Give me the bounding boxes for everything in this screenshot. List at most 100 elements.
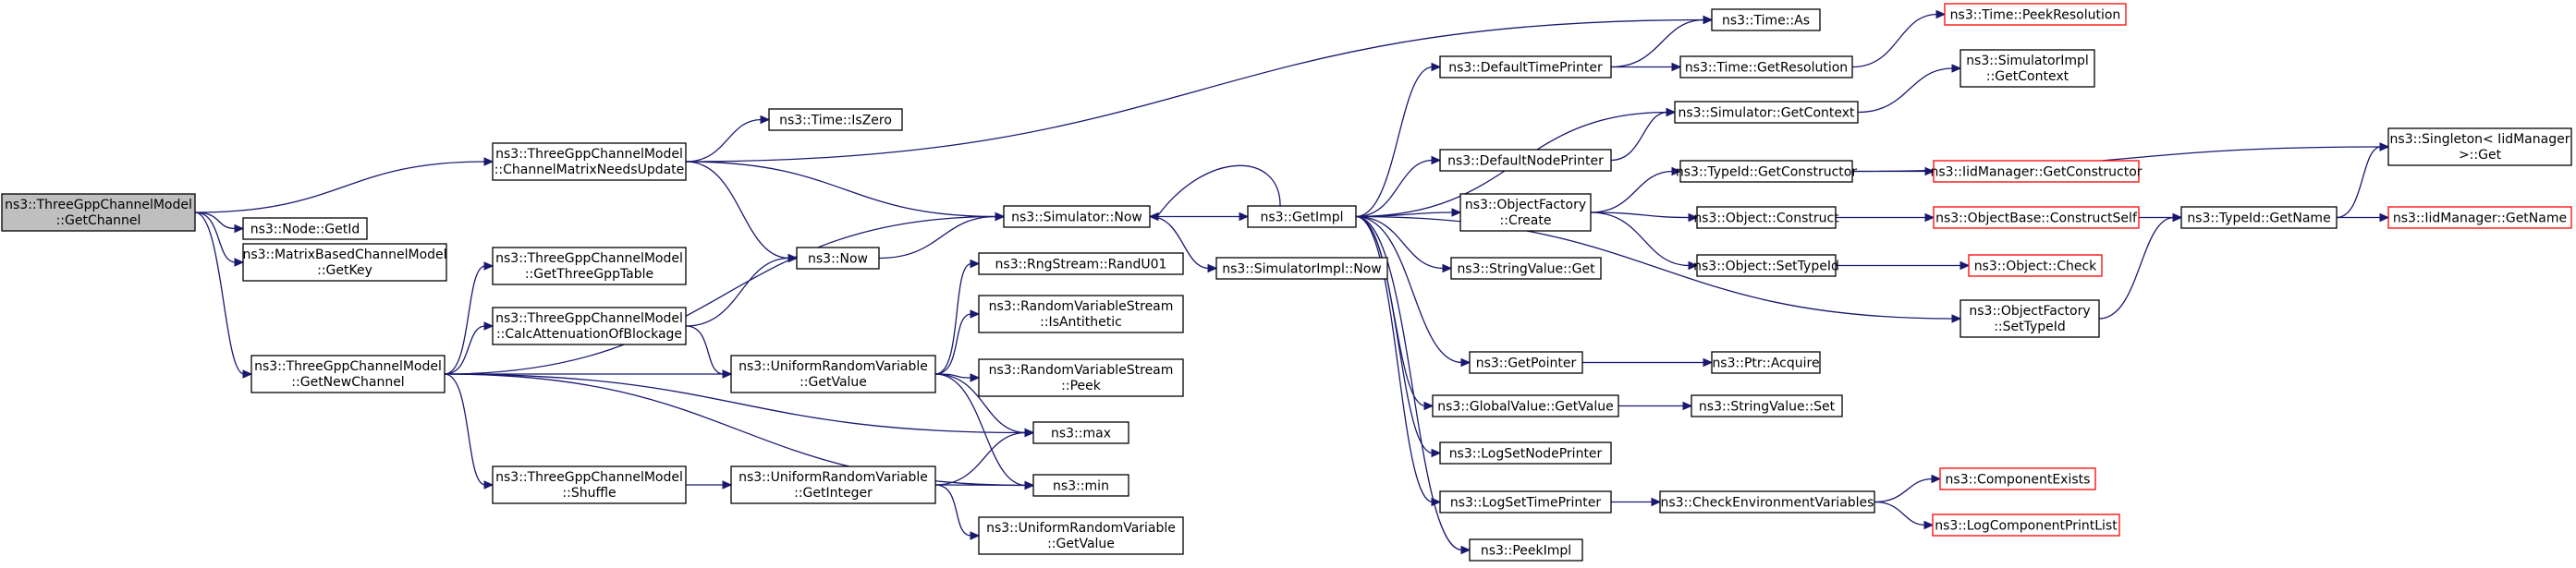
node-root[interactable]: ns3::ThreeGppChannelModel::GetChannel xyxy=(1,193,196,232)
node-compexists[interactable]: ns3::ComponentExists xyxy=(1939,467,2096,490)
node-peek[interactable]: ns3::RandomVariableStream::Peek xyxy=(978,358,1184,397)
edge-root-getkey xyxy=(194,211,237,263)
node-box xyxy=(730,465,936,504)
arrowhead xyxy=(1703,15,1714,25)
node-getimpl[interactable]: ns3::GetImpl xyxy=(1247,205,1357,228)
node-getpointer[interactable]: ns3::GetPointer xyxy=(1469,351,1583,374)
node-box xyxy=(730,355,936,393)
node-box xyxy=(2180,206,2338,229)
node-label: ::SetTypeId xyxy=(1994,320,2066,334)
arrowhead xyxy=(760,115,771,125)
node-iidgetname[interactable]: ns3::IidManager::GetName xyxy=(2387,206,2572,229)
node-getthree[interactable]: ns3::ThreeGppChannelModel::GetThreeGppTa… xyxy=(492,247,687,285)
node-box xyxy=(1450,257,1602,280)
node-objfcreate[interactable]: ns3::ObjectFactory::Create xyxy=(1459,193,1592,232)
edge-deftimepr-timeas xyxy=(1610,18,1705,68)
node-timeas[interactable]: ns3::Time::As xyxy=(1711,8,1821,31)
node-singleton[interactable]: ns3::Singleton< IidManager >::Get xyxy=(2387,127,2572,166)
arrowhead xyxy=(1148,211,1159,222)
node-box xyxy=(1459,193,1592,232)
node-cmnu[interactable]: ns3::ThreeGppChannelModel::ChannelMatrix… xyxy=(492,142,687,181)
arrowhead xyxy=(1951,314,1962,323)
node-max[interactable]: ns3::max xyxy=(1032,421,1129,444)
node-shuffle[interactable]: ns3::ThreeGppChannelModel::Shuffle xyxy=(492,465,687,504)
edge-calcatt-urvgetval xyxy=(685,325,725,375)
nodes-layer: ns3::ThreeGppChannelModel::GetChannelns3… xyxy=(1,3,2572,562)
edge-urvgetval-isanti xyxy=(934,313,972,375)
node-urvgetint[interactable]: ns3::UniformRandomVariable::GetInteger xyxy=(730,465,936,504)
node-box xyxy=(1215,257,1388,280)
node-simgetctx[interactable]: ns3::Simulator::GetContext xyxy=(1674,101,1859,124)
node-label: ns3::max xyxy=(1051,427,1111,441)
edge-objfcreate-objsettid xyxy=(1590,211,1691,267)
node-label: ns3::TypeId::GetConstructor xyxy=(1676,165,1857,180)
edge-getimpl-logsettime xyxy=(1355,215,1434,503)
node-label: ns3::Object::SetTypeId xyxy=(1693,260,1839,274)
arrowhead xyxy=(483,480,494,489)
node-checkenv[interactable]: ns3::CheckEnvironmentVariables xyxy=(1659,490,1875,514)
node-globalget[interactable]: ns3::GlobalValue::GetValue xyxy=(1432,394,1619,417)
node-box xyxy=(2387,206,2572,229)
node-isanti[interactable]: ns3::RandomVariableStream::IsAntithetic xyxy=(978,295,1184,333)
node-label: ns3::MatrixBasedChannelModel xyxy=(242,248,446,262)
node-label: ns3::ThreeGppChannelModel xyxy=(5,198,192,212)
arrowhead xyxy=(787,253,799,263)
node-simnow[interactable]: ns3::Simulator::Now xyxy=(1003,205,1151,228)
node-label: ns3::Singleton< IidManager xyxy=(2390,132,2570,147)
node-getres[interactable]: ns3::Time::GetResolution xyxy=(1679,55,1853,79)
node-calcatt[interactable]: ns3::ThreeGppChannelModel::CalcAttenuati… xyxy=(492,307,687,345)
node-label: ns3::Object::Construct xyxy=(1693,211,1839,226)
node-box xyxy=(1003,205,1151,228)
node-logcomppl[interactable]: ns3::LogComponentPrintList xyxy=(1932,514,2120,537)
node-box xyxy=(978,516,1184,555)
node-box xyxy=(492,307,687,345)
arrowhead xyxy=(234,224,245,234)
node-urvgetval[interactable]: ns3::UniformRandomVariable::GetValue xyxy=(730,355,936,393)
edge-cmnu-timeas xyxy=(685,18,1705,163)
edge-checkenv-logcomppl xyxy=(1874,501,1926,526)
arrowhead xyxy=(2379,212,2390,223)
node-getid[interactable]: ns3::Node::GetId xyxy=(242,217,368,240)
node-deftimepr[interactable]: ns3::DefaultTimePrinter xyxy=(1439,55,1612,79)
node-objbasecs[interactable]: ns3::ObjectBase::ConstructSelf xyxy=(1933,206,2140,229)
node-box xyxy=(1944,3,2127,26)
node-label: ::Peek xyxy=(1061,379,1102,393)
node-peekimpl[interactable]: ns3::PeekImpl xyxy=(1469,538,1583,562)
node-box xyxy=(1247,205,1357,228)
node-getkey[interactable]: ns3::MatrixBasedChannelModel::GetKey xyxy=(242,243,447,282)
node-strvalset[interactable]: ns3::StringValue::Set xyxy=(1691,394,1843,417)
node-tidgetname[interactable]: ns3::TypeId::GetName xyxy=(2180,206,2338,229)
node-label: ns3::DefaultNodePrinter xyxy=(1447,154,1604,169)
edge-urvgetint-max xyxy=(934,431,1027,486)
arrowhead xyxy=(1460,545,1471,555)
node-iidgetctor[interactable]: ns3::IidManager::GetConstructor xyxy=(1930,160,2143,183)
node-strvalget[interactable]: ns3::StringValue::Get xyxy=(1450,257,1602,280)
node-urvgetval2[interactable]: ns3::UniformRandomVariable::GetValue xyxy=(978,516,1184,555)
arrowhead xyxy=(2172,212,2183,223)
node-now[interactable]: ns3::Now xyxy=(796,247,880,270)
arrowhead xyxy=(1688,212,1699,223)
node-iszero[interactable]: ns3::Time::IsZero xyxy=(768,108,903,131)
node-objfsettid[interactable]: ns3::ObjectFactory::SetTypeId xyxy=(1959,299,2100,338)
node-getnewch[interactable]: ns3::ThreeGppChannelModel::GetNewChannel xyxy=(250,355,446,393)
node-objconstruct[interactable]: ns3::Object::Construct xyxy=(1693,206,1839,229)
edge-getimpl-logsetnode xyxy=(1355,215,1434,454)
node-min[interactable]: ns3::min xyxy=(1032,474,1129,497)
node-objsettid[interactable]: ns3::Object::SetTypeId xyxy=(1693,254,1839,277)
node-label: ns3::Object::Check xyxy=(1974,260,2097,274)
node-label: >::Get xyxy=(2459,148,2502,163)
node-tidgetctor[interactable]: ns3::TypeId::GetConstructor xyxy=(1676,160,1857,183)
node-defnodepr[interactable]: ns3::DefaultNodePrinter xyxy=(1439,149,1612,172)
node-simimplctx[interactable]: ns3::SimulatorImpl::GetContext xyxy=(1959,49,2095,88)
node-ptracq[interactable]: ns3::Ptr::Acquire xyxy=(1711,351,1821,374)
node-logsetnode[interactable]: ns3::LogSetNodePrinter xyxy=(1439,441,1612,465)
node-box xyxy=(1691,394,1843,417)
node-logsettime[interactable]: ns3::LogSetTimePrinter xyxy=(1439,490,1612,514)
node-peekres[interactable]: ns3::Time::PeekResolution xyxy=(1944,3,2127,26)
node-randu01[interactable]: ns3::RngStream::RandU01 xyxy=(978,252,1184,275)
node-simimplnow[interactable]: ns3::SimulatorImpl::Now xyxy=(1215,257,1388,280)
node-objcheck[interactable]: ns3::Object::Check xyxy=(1968,254,2103,277)
node-label: ns3::LogSetTimePrinter xyxy=(1450,496,1602,511)
node-label: ns3::CheckEnvironmentVariables xyxy=(1661,496,1874,511)
